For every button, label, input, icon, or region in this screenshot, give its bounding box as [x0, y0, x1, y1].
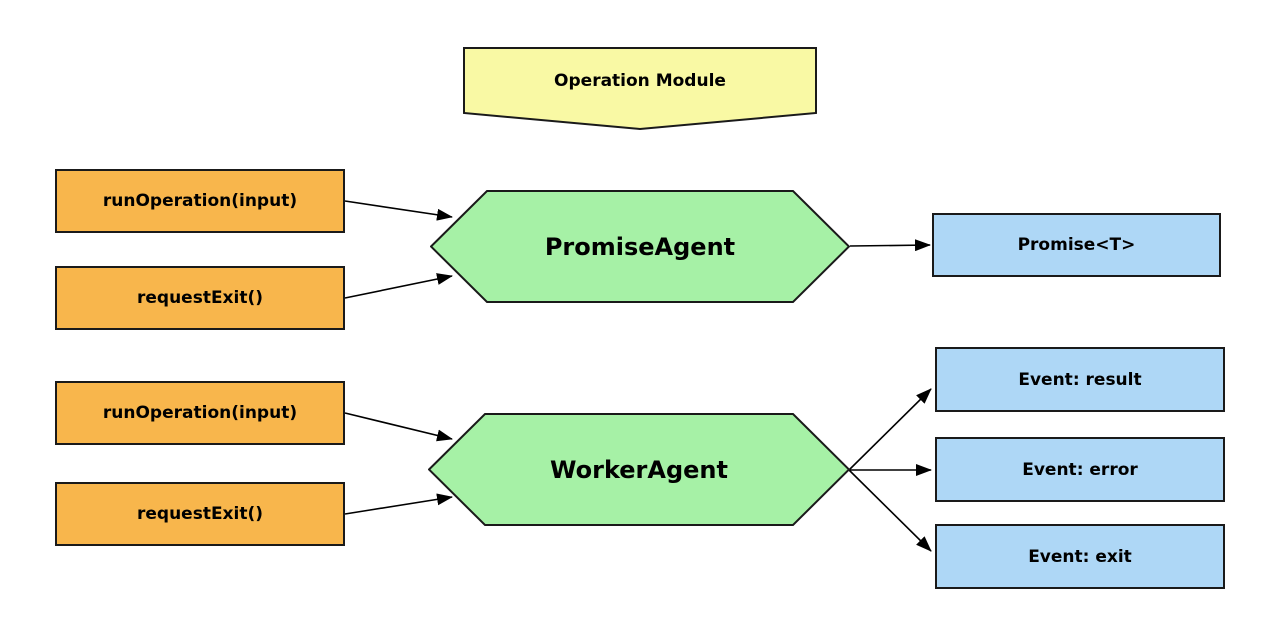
input-requestexit-promise: requestExit()	[55, 266, 345, 330]
input-runoperation-worker: runOperation(input)	[55, 381, 345, 445]
input-label: requestExit()	[136, 288, 264, 308]
output-label: Event: exit	[1028, 546, 1132, 567]
agent-label: PromiseAgent	[544, 232, 736, 261]
input-label: runOperation(input)	[102, 191, 298, 211]
input-label: requestExit()	[136, 504, 264, 524]
output-label: Promise<T>	[1017, 235, 1136, 255]
worker-agent-node: WorkerAgent	[428, 413, 850, 526]
banner-label: Operation Module	[554, 71, 726, 91]
edge-workeragent-event-exit	[848, 469, 932, 552]
edge-promiseagent-promise	[849, 239, 931, 252]
promise-agent-node: PromiseAgent	[430, 190, 850, 303]
input-label: runOperation(input)	[102, 403, 298, 423]
input-runoperation-promise: runOperation(input)	[55, 169, 345, 233]
input-requestexit-worker: requestExit()	[55, 482, 345, 546]
output-event-result: Event: result	[935, 347, 1225, 412]
banner-shape	[463, 47, 817, 131]
output-event-error: Event: error	[935, 437, 1225, 502]
output-label: Event: result	[1018, 369, 1142, 390]
output-promise: Promise<T>	[932, 213, 1221, 277]
hexagon-shape	[428, 413, 850, 526]
output-label: Event: error	[1022, 459, 1138, 480]
operation-module-banner: Operation Module	[463, 47, 817, 131]
output-event-exit: Event: exit	[935, 524, 1225, 589]
edge-workeragent-event-result	[848, 388, 932, 471]
agent-label: WorkerAgent	[550, 455, 728, 484]
hexagon-shape	[430, 190, 850, 303]
